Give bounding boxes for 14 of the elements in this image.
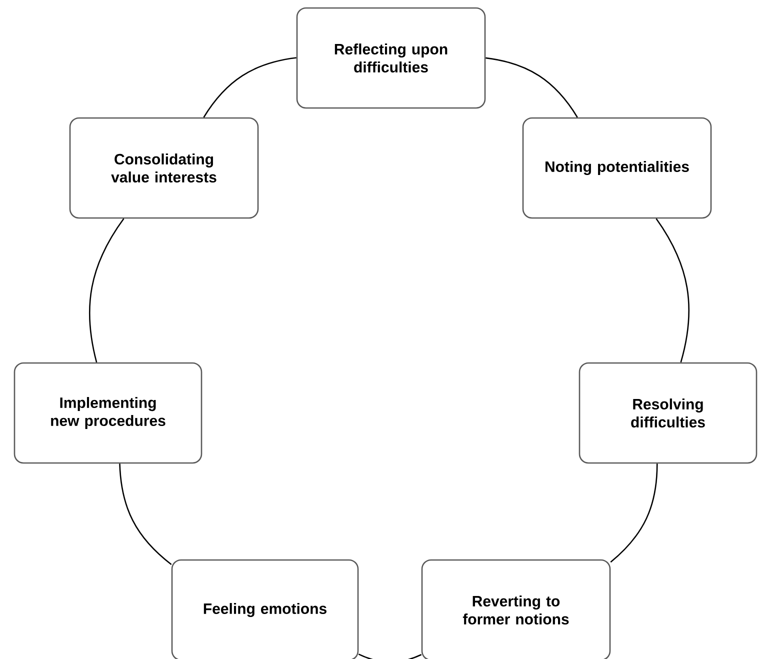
connector-arc: [486, 57, 578, 118]
connector-arc: [88, 218, 124, 362]
connector-arc: [656, 218, 690, 363]
process-box: Feeling emotions: [171, 559, 359, 659]
process-box: Reflecting upon difficulties: [296, 7, 486, 109]
connector-arc: [610, 464, 658, 563]
process-box: Noting potentialities: [522, 117, 712, 219]
process-box: Consolidating value interests: [69, 117, 259, 219]
process-box: Resolving difficulties: [578, 362, 758, 464]
connector-arc: [119, 464, 172, 565]
connector-arc: [358, 654, 422, 659]
connector-arc: [203, 57, 296, 118]
process-box: Implementing new procedures: [14, 362, 202, 464]
process-box: Reverting to former notions: [421, 559, 611, 659]
